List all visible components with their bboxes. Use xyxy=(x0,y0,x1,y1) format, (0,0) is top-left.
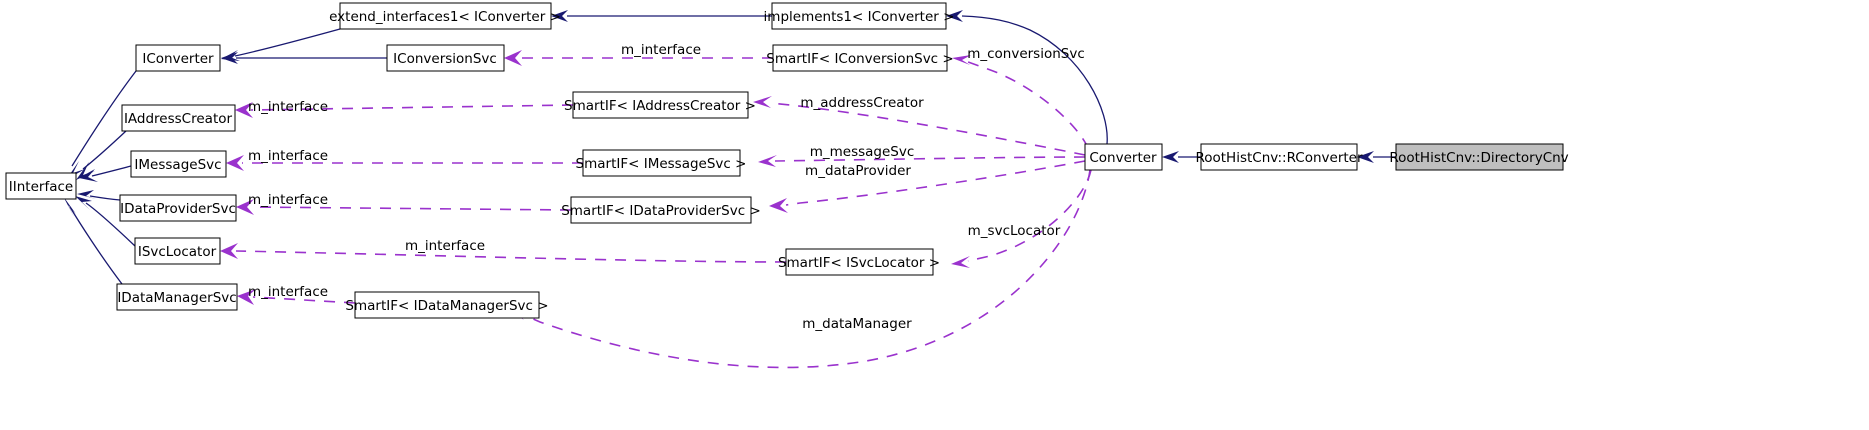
edge-imessagesvc-to-iinterface xyxy=(79,165,132,182)
usage-smartif-isvclocator-to-isvclocator xyxy=(220,243,787,263)
usage-smartif-idataprovidersvc-to-idataprovidersvc xyxy=(236,199,572,215)
edge-label-m-interface-svclocator: m_interface xyxy=(405,238,485,254)
edge-label-m-dataprovider: m_dataProvider xyxy=(805,163,911,179)
edge-iaddresscreator-to-iinterface xyxy=(76,130,127,180)
usage-converter-to-smartif-iaddresscreator xyxy=(753,96,1086,156)
node-label-iconversionsvc: IConversionSvc xyxy=(393,51,497,67)
edge-label-m-interface-dataprovidersvc: m_interface xyxy=(248,192,328,208)
edge-idatamanagersvc-to-iinterface xyxy=(63,196,123,285)
usage-converter-to-smartif-imessagesvc xyxy=(758,155,1086,167)
node-label-smartif-iconversionsvc: SmartIF< IConversionSvc > xyxy=(766,51,953,67)
node-smartif-iconversionsvc[interactable]: SmartIF< IConversionSvc > xyxy=(766,44,954,72)
node-implements1-iconverter[interactable]: implements1< IConverter > xyxy=(764,2,955,30)
nodes: IInterface IConverter IAddressCreator IM… xyxy=(5,2,1569,319)
usage-smartif-iconversionsvc-to-iconversionsvc xyxy=(504,50,773,66)
node-label-implements1: implements1< IConverter > xyxy=(764,9,955,25)
node-label-extend-interfaces1: extend_interfaces1< IConverter > xyxy=(329,9,561,25)
edge-converter-to-implements1 xyxy=(946,10,1108,145)
edge-label-m-svclocator: m_svcLocator xyxy=(968,223,1061,239)
node-roothistcnv-rconverter[interactable]: RootHistCnv::RConverter xyxy=(1195,143,1363,171)
usage-smartif-imessagesvc-to-imessagesvc xyxy=(226,155,583,171)
node-smartif-idataprovidersvc[interactable]: SmartIF< IDataProviderSvc > xyxy=(561,196,761,224)
node-idatamanagersvc[interactable]: IDataManagerSvc xyxy=(116,283,238,311)
node-extend-interfaces1-iconverter[interactable]: extend_interfaces1< IConverter > xyxy=(329,2,561,30)
edge-label-m-interface-addresscreator: m_interface xyxy=(248,99,328,115)
node-iaddresscreator[interactable]: IAddressCreator xyxy=(121,104,236,132)
inheritance-edges xyxy=(63,10,1396,285)
usage-edges xyxy=(220,50,1092,369)
node-smartif-idatamanagersvc[interactable]: SmartIF< IDataManagerSvc > xyxy=(345,291,549,319)
edge-label-m-datamanager: m_dataManager xyxy=(802,316,912,332)
node-label-iconverter: IConverter xyxy=(142,51,214,67)
usage-smartif-idatamanagersvc-to-idatamanagersvc xyxy=(237,289,356,305)
node-imessagesvc[interactable]: IMessageSvc xyxy=(130,150,227,178)
node-label-rconverter: RootHistCnv::RConverter xyxy=(1195,150,1363,166)
node-iconversionsvc[interactable]: IConversionSvc xyxy=(386,44,505,72)
node-label-smartif-isvclocator: SmartIF< ISvcLocator > xyxy=(778,255,940,271)
node-label-directorycnv: RootHistCnv::DirectoryCnv xyxy=(1389,150,1568,166)
node-label-smartif-idataprovidersvc: SmartIF< IDataProviderSvc > xyxy=(561,203,761,219)
node-roothistcnv-directorycnv[interactable]: RootHistCnv::DirectoryCnv xyxy=(1389,143,1569,171)
edge-labels: m_interface m_interface m_interface m_in… xyxy=(248,42,1085,332)
usage-smartif-iaddresscreator-to-iaddresscreator xyxy=(235,102,574,118)
edge-directorycnv-to-rconverter xyxy=(1357,151,1396,163)
edge-iconversionsvc-to-iconverter xyxy=(221,52,387,64)
usage-converter-to-smartif-idataprovidersvc xyxy=(769,160,1086,213)
edge-label-m-addresscreator: m_addressCreator xyxy=(800,95,924,111)
node-smartif-iaddresscreator[interactable]: SmartIF< IAddressCreator > xyxy=(564,91,756,119)
node-isvclocator[interactable]: ISvcLocator xyxy=(134,237,221,265)
node-smartif-isvclocator[interactable]: SmartIF< ISvcLocator > xyxy=(778,248,940,276)
node-idataprovidersvc[interactable]: IDataProviderSvc xyxy=(119,194,237,222)
edge-label-m-interface-conversionsvc: m_interface xyxy=(621,42,701,58)
node-smartif-imessagesvc[interactable]: SmartIF< IMessageSvc > xyxy=(576,149,747,177)
node-label-iaddresscreator: IAddressCreator xyxy=(124,111,233,127)
node-iconverter[interactable]: IConverter xyxy=(135,44,221,72)
edge-extend-interfaces1-to-iconverter xyxy=(221,28,341,61)
usage-converter-to-smartif-isvclocator xyxy=(951,169,1092,268)
node-label-smartif-imessagesvc: SmartIF< IMessageSvc > xyxy=(576,156,747,172)
node-label-imessagesvc: IMessageSvc xyxy=(134,157,221,173)
edge-implements1-to-extend-interfaces1 xyxy=(551,10,772,22)
node-converter[interactable]: Converter xyxy=(1084,143,1163,171)
node-label-idatamanagersvc: IDataManagerSvc xyxy=(117,290,236,306)
node-label-converter: Converter xyxy=(1089,150,1157,166)
edge-label-m-interface-messagesvc: m_interface xyxy=(248,148,328,164)
edge-label-m-messagesvc: m_messageSvc xyxy=(810,144,915,160)
node-iinterface[interactable]: IInterface xyxy=(5,172,77,200)
node-label-smartif-iaddresscreator: SmartIF< IAddressCreator > xyxy=(564,98,756,114)
usage-converter-to-smartif-iconversionsvc xyxy=(952,55,1089,149)
node-label-iinterface: IInterface xyxy=(9,179,73,195)
node-label-smartif-idatamanagersvc: SmartIF< IDataManagerSvc > xyxy=(345,298,548,314)
node-label-idataprovidersvc: IDataProviderSvc xyxy=(120,201,236,217)
node-label-isvclocator: ISvcLocator xyxy=(138,244,217,260)
edge-rconverter-to-converter xyxy=(1162,151,1201,163)
edge-label-m-interface-datamanagersvc: m_interface xyxy=(248,284,328,300)
edge-isvclocator-to-iinterface xyxy=(75,196,136,247)
edge-idataprovidersvc-to-iinterface xyxy=(77,190,121,201)
edge-label-m-conversionsvc: m_conversionSvc xyxy=(967,46,1085,62)
